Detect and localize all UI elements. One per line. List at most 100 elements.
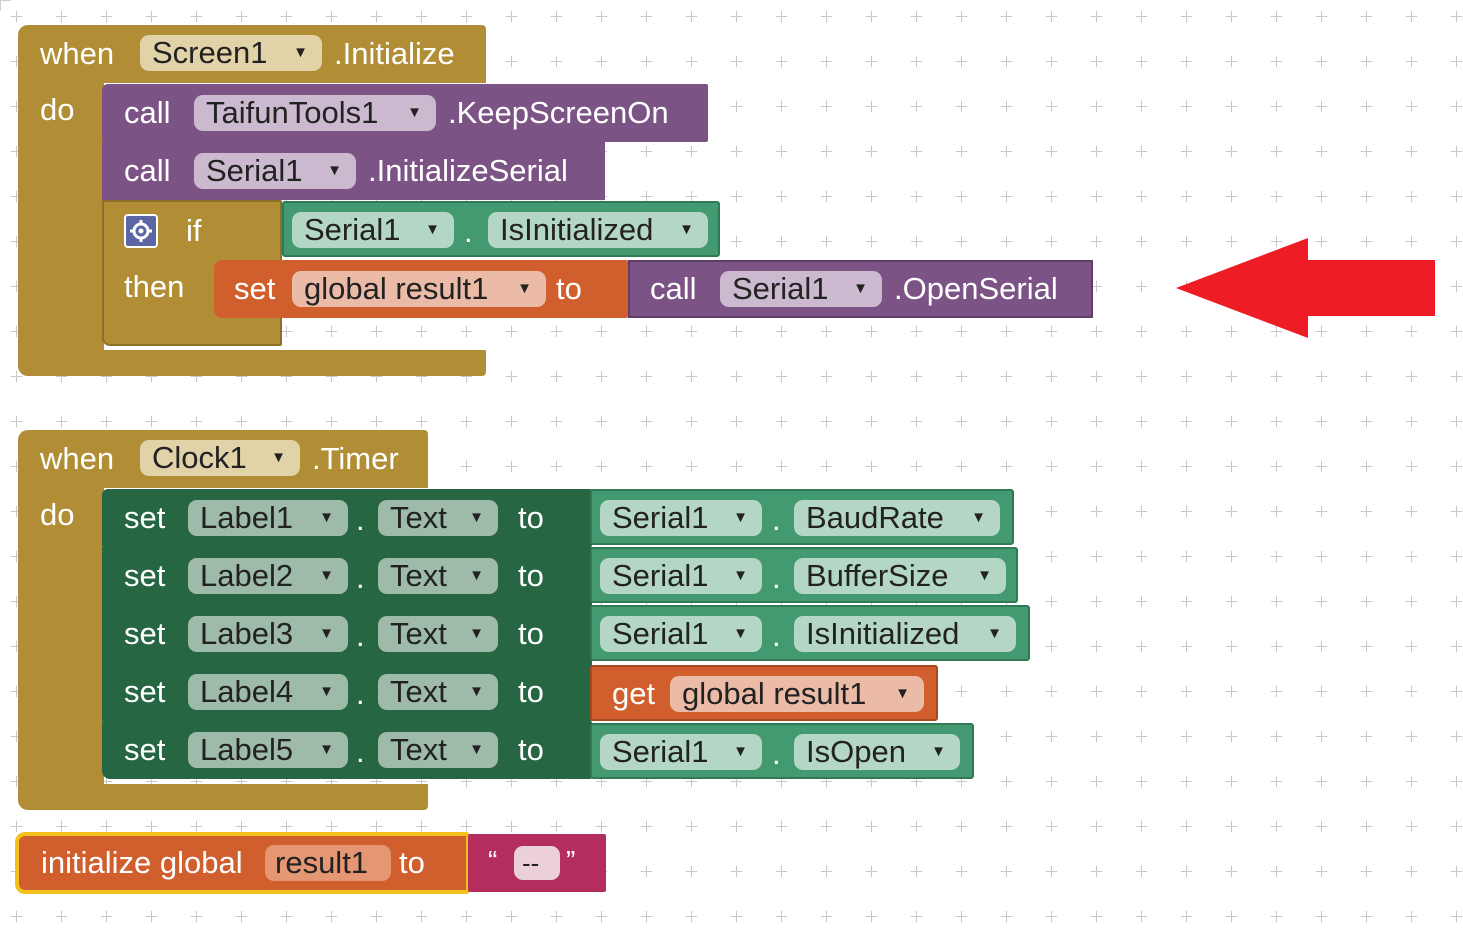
dot-separator: . xyxy=(772,618,781,653)
global-result1-dropdown[interactable]: global result1 ▼ xyxy=(670,676,924,712)
serial1-dropdown[interactable]: Serial1 ▼ xyxy=(600,616,762,652)
chevron-down-icon: ▼ xyxy=(733,509,748,526)
serial1-isinitialized-getter[interactable]: Serial1 ▼ . IsInitialized ▼ xyxy=(282,201,720,257)
serial1-baudrate-getter[interactable]: Serial1 ▼ . BaudRate ▼ xyxy=(590,489,1014,545)
isinitialized-dropdown[interactable]: IsInitialized ▼ xyxy=(794,616,1016,652)
dot-separator: . xyxy=(356,734,365,769)
chevron-down-icon: ▼ xyxy=(931,743,946,760)
serial1-dropdown[interactable]: Serial1 ▼ xyxy=(600,500,762,536)
to-label: to xyxy=(518,732,544,767)
dot-separator: . xyxy=(772,502,781,537)
initialize-global-header[interactable]: initialize global result1 to xyxy=(15,832,470,894)
label3-dropdown[interactable]: Label3 ▼ xyxy=(188,616,348,652)
chevron-down-icon: ▼ xyxy=(971,509,986,526)
text-property-dropdown[interactable]: Text ▼ xyxy=(378,558,498,594)
serial1-isopen-getter[interactable]: Serial1 ▼ . IsOpen ▼ xyxy=(590,723,974,779)
buffersize-dropdown[interactable]: BufferSize ▼ xyxy=(794,558,1006,594)
dot-separator: . xyxy=(356,618,365,653)
text-value-field[interactable]: -- xyxy=(514,846,560,880)
isopen-dropdown[interactable]: IsOpen ▼ xyxy=(794,734,960,770)
chevron-down-icon: ▼ xyxy=(733,567,748,584)
to-label: to xyxy=(518,616,544,651)
chevron-down-icon: ▼ xyxy=(425,221,440,238)
dot-separator: . xyxy=(772,560,781,595)
serial1-dropdown[interactable]: Serial1 ▼ xyxy=(292,212,454,248)
do-label: do xyxy=(40,497,75,532)
initialize-global-label: initialize global xyxy=(41,845,243,880)
chevron-down-icon: ▼ xyxy=(853,280,868,297)
chevron-down-icon: ▼ xyxy=(895,685,910,702)
result1-name-field[interactable]: result1 xyxy=(265,845,391,881)
call-initializeserial-block[interactable]: call Serial1 ▼ .InitializeSerial xyxy=(102,142,605,200)
chevron-down-icon: ▼ xyxy=(733,625,748,642)
when-label: when xyxy=(40,441,115,476)
chevron-down-icon: ▼ xyxy=(293,44,308,61)
chevron-down-icon: ▼ xyxy=(469,567,484,584)
set-global-result1-block[interactable]: set global result1 ▼ to xyxy=(214,260,628,318)
dot-separator: . xyxy=(464,214,473,249)
chevron-down-icon: ▼ xyxy=(469,683,484,700)
serial1-isinitialized-getter[interactable]: Serial1 ▼ . IsInitialized ▼ xyxy=(590,605,1030,661)
serial1-dropdown[interactable]: Serial1 ▼ xyxy=(600,558,762,594)
baudrate-dropdown[interactable]: BaudRate ▼ xyxy=(794,500,1000,536)
chevron-down-icon: ▼ xyxy=(407,104,422,121)
call-label: call xyxy=(650,271,697,306)
event-footer xyxy=(18,350,486,376)
serial1-dropdown[interactable]: Serial1 ▼ xyxy=(600,734,762,770)
label2-dropdown[interactable]: Label2 ▼ xyxy=(188,558,348,594)
serial1-dropdown[interactable]: Serial1 ▼ xyxy=(720,271,882,307)
set-label1-text-block[interactable]: set Label1 ▼ . Text ▼ to xyxy=(102,489,592,547)
set-label: set xyxy=(124,616,166,651)
serial1-dropdown[interactable]: Serial1 ▼ xyxy=(194,153,356,189)
dot-separator: . xyxy=(772,736,781,771)
set-label: set xyxy=(124,732,166,767)
method-name: .InitializeSerial xyxy=(368,153,568,188)
text-property-dropdown[interactable]: Text ▼ xyxy=(378,616,498,652)
chevron-down-icon: ▼ xyxy=(319,683,334,700)
dot-separator: . xyxy=(356,560,365,595)
close-quote: ” xyxy=(566,845,576,876)
text-property-dropdown[interactable]: Text ▼ xyxy=(378,674,498,710)
text-string-block[interactable]: “ -- ” xyxy=(468,834,606,892)
screen1-dropdown[interactable]: Screen1 ▼ xyxy=(140,35,322,71)
clock1-dropdown[interactable]: Clock1 ▼ xyxy=(140,440,300,476)
set-label: set xyxy=(234,271,276,306)
event-footer xyxy=(18,784,428,810)
text-property-dropdown[interactable]: Text ▼ xyxy=(378,500,498,536)
to-label: to xyxy=(518,500,544,535)
to-label: to xyxy=(518,674,544,709)
isinitialized-dropdown[interactable]: IsInitialized ▼ xyxy=(488,212,708,248)
red-arrow-icon xyxy=(1176,238,1435,338)
chevron-down-icon: ▼ xyxy=(319,509,334,526)
label1-dropdown[interactable]: Label1 ▼ xyxy=(188,500,348,536)
gear-icon[interactable] xyxy=(124,214,158,248)
text-property-dropdown[interactable]: Text ▼ xyxy=(378,732,498,768)
call-label: call xyxy=(124,153,171,188)
taifuntools1-dropdown[interactable]: TaifunTools1 ▼ xyxy=(194,95,436,131)
global-result1-dropdown[interactable]: global result1 ▼ xyxy=(292,271,546,307)
then-label: then xyxy=(124,269,185,304)
to-label: to xyxy=(399,845,425,880)
dot-separator: . xyxy=(356,676,365,711)
set-label5-text-block[interactable]: set Label5 ▼ . Text ▼ to xyxy=(102,721,592,779)
set-label: set xyxy=(124,674,166,709)
call-keepscreenon-block[interactable]: call TaifunTools1 ▼ .KeepScreenOn xyxy=(102,84,708,142)
serial1-buffersize-getter[interactable]: Serial1 ▼ . BufferSize ▼ xyxy=(590,547,1018,603)
set-label3-text-block[interactable]: set Label3 ▼ . Text ▼ to xyxy=(102,605,592,663)
event-name: .Timer xyxy=(312,441,399,476)
chevron-down-icon: ▼ xyxy=(469,625,484,642)
label5-dropdown[interactable]: Label5 ▼ xyxy=(188,732,348,768)
call-openserial-block[interactable]: call Serial1 ▼ .OpenSerial xyxy=(628,260,1093,318)
chevron-down-icon: ▼ xyxy=(319,567,334,584)
to-label: to xyxy=(518,558,544,593)
get-global-result1-block[interactable]: get global result1 ▼ xyxy=(590,665,938,721)
label4-dropdown[interactable]: Label4 ▼ xyxy=(188,674,348,710)
set-label2-text-block[interactable]: set Label2 ▼ . Text ▼ to xyxy=(102,547,592,605)
chevron-down-icon: ▼ xyxy=(733,743,748,760)
dot-separator: . xyxy=(356,502,365,537)
when-label: when xyxy=(40,36,115,71)
chevron-down-icon: ▼ xyxy=(469,509,484,526)
open-quote: “ xyxy=(488,845,498,876)
set-label4-text-block[interactable]: set Label4 ▼ . Text ▼ to xyxy=(102,663,592,721)
chevron-down-icon: ▼ xyxy=(327,162,342,179)
